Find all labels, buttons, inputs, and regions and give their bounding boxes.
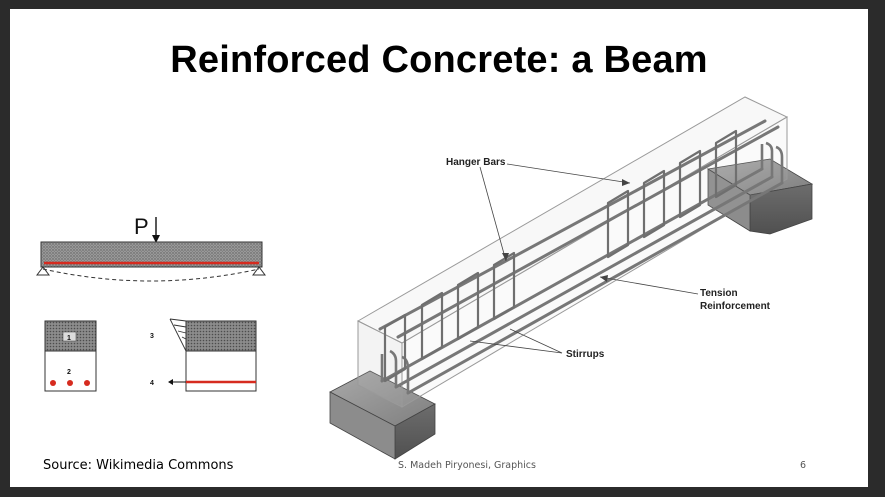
source-credit: Source: Wikimedia Commons [43, 458, 234, 473]
callout-box-1 [62, 331, 77, 342]
load-label: P [134, 214, 149, 239]
rebar-cage-diagram: Hanger Bars Tension Reinforcement Stirru… [329, 96, 814, 460]
leader-lines [469, 163, 699, 354]
compression-arrows [169, 318, 187, 352]
load-arrow-head [152, 235, 160, 243]
rebar-dot-1 [50, 380, 56, 386]
callout-4: 4 [150, 380, 154, 387]
simple-beam-diagram: P 1 2 3 4 [36, 214, 266, 392]
tension-arrow-head [168, 379, 173, 385]
page-number: 6 [800, 460, 807, 471]
slide: Reinforced Concrete: a Beam P [10, 9, 868, 487]
deflection-curve [42, 268, 260, 282]
stirrups-label: Stirrups [566, 349, 605, 360]
callout-3: 3 [150, 333, 154, 340]
slide-title: Reinforced Concrete: a Beam [170, 39, 708, 81]
callout-1: 1 [67, 335, 71, 342]
bar-hooks-left [380, 349, 410, 393]
rebar-dot-2 [67, 380, 73, 386]
left-support [36, 266, 50, 276]
leader-arrowheads [502, 179, 630, 282]
bar-hooks-right [760, 141, 784, 183]
footer-author: S. Madeh Piryonesi, Graphics [398, 460, 536, 471]
stress-tension-zone [185, 350, 257, 392]
left-support-pad [329, 370, 436, 460]
stirrups [383, 129, 738, 383]
tension-label-line1: Tension [700, 288, 738, 299]
hanger-bars-label: Hanger Bars [446, 157, 506, 168]
right-support [252, 266, 266, 276]
callout-2: 2 [67, 369, 71, 376]
rebar-dot-3 [84, 380, 90, 386]
tension-label-line2: Reinforcement [700, 301, 771, 312]
